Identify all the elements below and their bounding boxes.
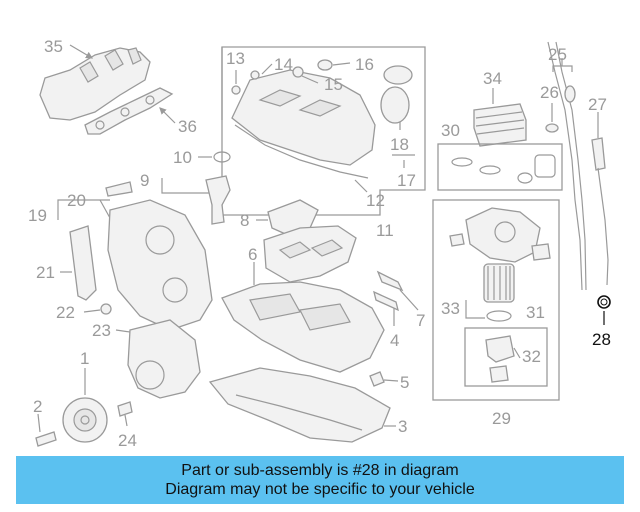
valve-cover-part [231,69,376,179]
cooler-seals-part [451,154,556,184]
callout-31: 31 [526,303,545,322]
upper-oil-pan-part [221,281,385,373]
callout-15: 15 [324,75,343,94]
intake-gasket-part [84,87,174,135]
callout-25: 25 [548,45,567,64]
intake-manifold-part [39,47,151,121]
callout-7: 7 [416,311,425,330]
callout-6: 6 [248,245,257,264]
timing-cover-part [107,199,213,331]
callout-16: 16 [355,55,374,74]
callout-17: 17 [397,171,416,190]
callout-36: 36 [178,117,197,136]
callout-24: 24 [118,431,137,450]
lower-oil-pan-part [208,367,391,443]
filter-cap-part [485,335,515,383]
callout-3: 3 [398,417,407,436]
callout-34: 34 [483,69,502,88]
callout-4: 4 [390,331,399,350]
callout-35: 35 [44,37,63,56]
guide-rail-part [69,225,97,301]
banner-line-2: Diagram may not be specific to your vehi… [165,481,475,498]
callout-2: 2 [33,397,42,416]
callout-21: 21 [36,263,55,282]
callout-27: 27 [588,95,607,114]
callout-19: 19 [28,206,47,225]
callout-30: 30 [441,121,460,140]
callout-10: 10 [173,148,192,167]
oil-filter-housing-part [465,207,541,263]
callout-33: 33 [441,299,460,318]
oil-filter-element-part [483,263,515,303]
callout-11: 11 [376,221,394,240]
callout-23: 23 [92,321,111,340]
lower-timing-cover-part [127,319,201,399]
parts-diagram: 35 36 13 14 15 16 18 17 12 11 34 30 25 2… [28,37,611,450]
callout-9: 9 [140,171,149,190]
o-ring-28-part [597,295,611,309]
callout-5: 5 [400,373,409,392]
callout-12: 12 [366,191,385,210]
info-banner: Part or sub-assembly is #28 in diagram D… [16,456,624,504]
baffle-part [263,225,357,283]
callout-22: 22 [56,303,75,322]
crank-pulley-part [62,397,108,443]
sensor-part [205,175,231,225]
oil-cap-part [380,65,413,124]
callout-13: 13 [226,49,245,68]
callout-28: 28 [592,330,611,349]
callout-29: 29 [492,409,511,428]
callout-1: 1 [80,349,89,368]
callout-18: 18 [390,135,409,154]
callout-14: 14 [274,55,293,74]
oil-cooler-part [473,103,527,147]
banner-line-1: Part or sub-assembly is #28 in diagram [181,462,459,479]
callout-8: 8 [240,211,249,230]
callout-20: 20 [67,191,86,210]
callout-32: 32 [522,347,541,366]
callout-26: 26 [540,83,559,102]
